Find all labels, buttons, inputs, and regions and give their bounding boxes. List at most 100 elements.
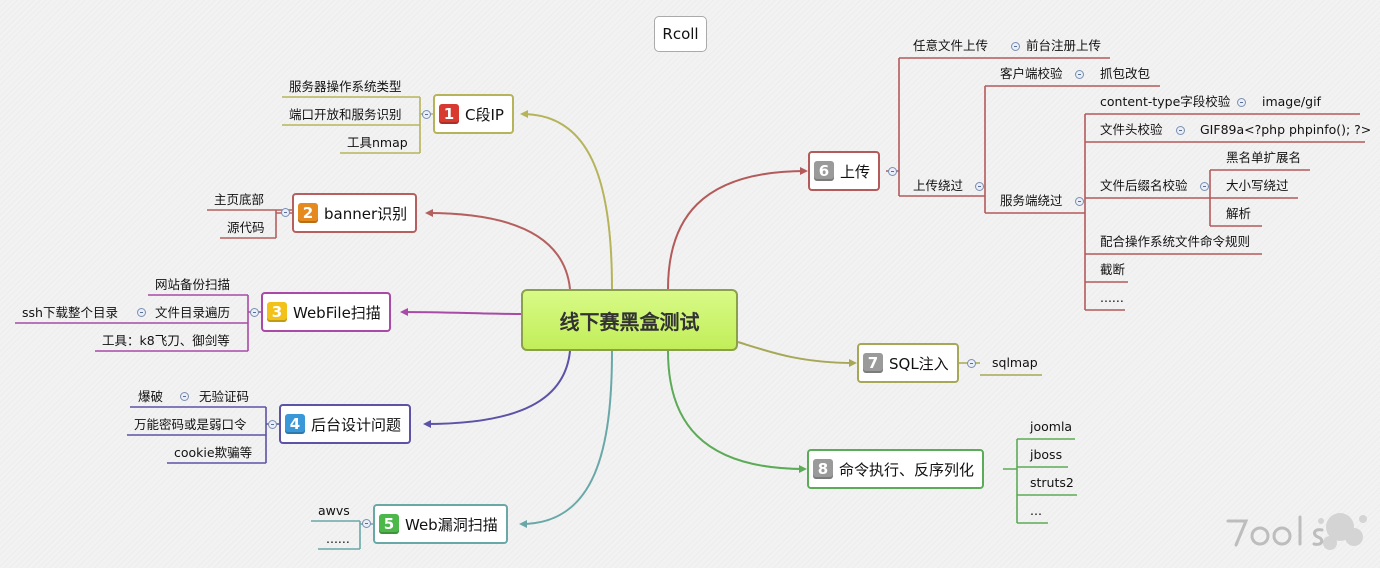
branch-1-node[interactable]: 1 C段IP (433, 94, 514, 134)
b8-jboss: jboss (1030, 447, 1063, 462)
branch-2-label: banner识别 (324, 204, 408, 223)
arrow-b8 (799, 465, 807, 473)
branch-1-label: C段IP (465, 105, 504, 124)
b5-awvs: awvs (318, 503, 350, 518)
b7-sqlmap: sqlmap (992, 355, 1038, 370)
b8-struts2: struts2 (1030, 475, 1074, 490)
arrow-b6 (800, 167, 808, 175)
number-2-icon: 2 (298, 203, 318, 223)
branch-4-node[interactable]: 4 后台设计问题 (279, 404, 412, 444)
b6-frontend-register: 前台注册上传 (1026, 38, 1102, 53)
arrow-b1 (520, 110, 528, 118)
b6-file-header: 文件头校验 (1100, 122, 1163, 137)
b4-no-captcha: 无验证码 (199, 389, 250, 404)
b3-tools: 工具：k8飞刀、御剑等 (102, 333, 230, 348)
number-6-icon: 6 (814, 161, 834, 181)
link-b1 (521, 113, 613, 290)
b6-content-type: content-type字段校验 (1100, 94, 1231, 109)
central-topic[interactable]: 线下赛黑盒测试 (521, 289, 738, 351)
b6-case-bypass: 大小写绕过 (1226, 178, 1289, 193)
collapse-4-icon[interactable] (268, 420, 277, 429)
b6-parse: 解析 (1226, 206, 1252, 221)
arrow-b2 (425, 209, 433, 217)
branch-8-label: 命令执行、反序列化 (839, 460, 975, 479)
collapse-5-icon[interactable] (362, 519, 371, 528)
collapse-4b-icon[interactable] (180, 392, 189, 401)
b1-nmap: 工具nmap (347, 135, 408, 150)
branch-2-node[interactable]: 2 banner识别 (292, 193, 418, 233)
branch-3-label: WebFile扫描 (293, 303, 381, 322)
b6-suffix-check: 文件后缀名校验 (1100, 178, 1188, 193)
b2-source: 源代码 (227, 220, 265, 235)
collapse-6c-icon[interactable] (1075, 70, 1084, 79)
tree-b4 (127, 406, 279, 464)
b3-dir-traversal: 文件目录遍历 (155, 305, 231, 320)
b4-cookie: cookie欺骗等 (174, 445, 253, 460)
collapse-2-icon[interactable] (281, 208, 290, 217)
collapse-6f-icon[interactable] (1176, 126, 1185, 135)
b4-bruteforce: 爆破 (138, 389, 164, 404)
collapse-3-icon[interactable] (250, 308, 259, 317)
branch-5-node[interactable]: 5 Web漏洞扫描 (373, 504, 508, 544)
b3-backup-scan: 网站备份扫描 (155, 277, 231, 292)
link-b5 (520, 350, 613, 525)
collapse-6b-icon[interactable] (975, 182, 984, 191)
tree-b8 (1003, 438, 1077, 524)
b6-bypass: 上传绕过 (913, 178, 964, 193)
number-8-icon: 8 (813, 459, 833, 479)
collapse-6d-icon[interactable] (1075, 197, 1084, 206)
arrow-b5 (519, 520, 527, 528)
floating-topic[interactable]: Rcoll (654, 16, 707, 52)
tree-b5 (311, 520, 373, 550)
number-1-icon: 1 (439, 104, 459, 124)
arrow-b4 (423, 420, 431, 428)
branch-6-label: 上传 (840, 162, 871, 181)
b5-more: ...... (326, 531, 350, 546)
collapse-6a-icon[interactable] (1011, 42, 1020, 51)
collapse-3b-icon[interactable] (137, 308, 146, 317)
collapse-6-icon[interactable] (888, 167, 897, 176)
number-3-icon: 3 (267, 302, 287, 322)
b6-any-upload: 任意文件上传 (913, 38, 989, 53)
b1-port-service: 端口开放和服务识别 (289, 107, 402, 122)
collapse-6e-icon[interactable] (1237, 98, 1246, 107)
b6-gif89a: GIF89a<?php phpinfo(); ?> (1200, 122, 1372, 137)
tree-b1 (282, 96, 433, 154)
b1-os-type: 服务器操作系统类型 (289, 79, 402, 94)
link-b8 (667, 350, 806, 470)
b6-image-gif: image/gif (1262, 94, 1321, 109)
b8-more: ... (1030, 503, 1042, 518)
link-b6 (667, 170, 807, 290)
branch-7-node[interactable]: 7 SQL注入 (857, 343, 959, 383)
collapse-7-icon[interactable] (967, 359, 976, 368)
b6-client-check: 客户端校验 (1000, 66, 1063, 81)
arrow-b3 (400, 308, 408, 316)
b3-ssh-download: ssh下载整个目录 (22, 305, 118, 320)
b6-more: ...... (1100, 290, 1124, 305)
branch-3-node[interactable]: 3 WebFile扫描 (261, 292, 391, 332)
branch-4-label: 后台设计问题 (311, 415, 402, 434)
arrow-b7 (849, 359, 857, 367)
b6-server-bypass: 服务端绕过 (1000, 193, 1063, 208)
link-b7 (737, 341, 856, 364)
collapse-6g-icon[interactable] (1200, 182, 1209, 191)
collapse-1-icon[interactable] (422, 110, 431, 119)
tree-b2 (207, 209, 292, 239)
branch-7-label: SQL注入 (889, 354, 949, 373)
b2-footer: 主页底部 (214, 192, 265, 207)
link-b2 (426, 212, 571, 290)
b6-blacklist: 黑名单扩展名 (1226, 150, 1302, 165)
b6-os-rules: 配合操作系统文件命令规则 (1100, 234, 1251, 249)
branch-8-node[interactable]: 8 命令执行、反序列化 (807, 449, 985, 489)
b6-capture-modify: 抓包改包 (1100, 66, 1151, 81)
number-4-icon: 4 (285, 414, 305, 434)
b6-truncate: 截断 (1100, 262, 1126, 277)
b8-joomla: joomla (1030, 419, 1073, 434)
number-5-icon: 5 (379, 514, 399, 534)
tree-b3 (15, 294, 261, 352)
number-7-icon: 7 (863, 353, 883, 373)
link-b3 (401, 311, 522, 315)
branch-6-node[interactable]: 6 上传 (808, 151, 881, 191)
tools-logo (1226, 513, 1367, 550)
